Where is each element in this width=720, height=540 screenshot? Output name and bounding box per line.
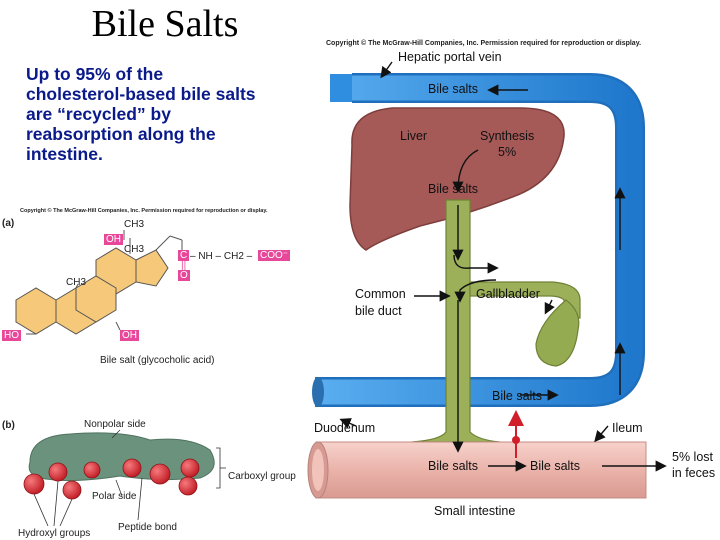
label-bile-salts-intestine-right: Bile salts [530,459,581,473]
label-gallbladder: Gallbladder [476,287,540,301]
label-ileum: Ileum [612,421,643,435]
liver [349,107,565,251]
label-lost-percent: 5% lost [672,450,713,464]
label-bile-salts-vein: Bile salts [428,82,479,96]
label-bile-salts-liver: Bile salts [428,182,479,196]
label-synthesis-percent: 5% [498,145,517,159]
label-common-bile-duct-1: Common [355,287,406,301]
slide-body-text: Up to 95% of the cholesterol-based bile … [26,64,256,164]
panel-a-letter: (a) [2,218,15,229]
chem-oh-bottom: OH [120,330,139,341]
label-synthesis: Synthesis [480,129,535,143]
label-bile-salts-intestine-left: Bile salts [428,459,479,473]
chem-double-bond: || [181,260,187,271]
chem-ch3-top: CH3 [124,219,145,230]
chem-oh-top: OH [104,234,123,245]
label-polar-side: Polar side [92,491,137,502]
label-in-feces: in feces [672,466,716,480]
chem-oxygen: O [178,270,190,281]
hepatic-portal-vein [312,73,645,407]
label-liver: Liver [400,129,428,143]
chem-coo: COO⁻ [258,250,291,261]
label-peptide-bond: Peptide bond [118,522,177,533]
chem-ho-left: HO [2,330,21,341]
label-nonpolar-side: Nonpolar side [84,419,146,430]
label-carboxyl-group: Carboxyl group [228,471,296,482]
copyright-notice-right: Copyright © The McGraw-Hill Companies, I… [326,40,642,47]
hydroxyl-groups [23,458,200,500]
slide-title: Bile Salts [91,3,239,45]
micelle-pointers [33,429,226,527]
label-bile-salts-lower: Bile salts [492,389,543,403]
panel-a-caption: Bile salt (glycocholic acid) [100,355,215,366]
chem-ch3-left: CH3 [66,277,87,288]
label-small-intestine: Small intestine [434,504,516,518]
chem-nh-ch2: – NH – CH2 – [190,251,253,262]
gallbladder [535,299,580,367]
copyright-notice-left: Copyright © The McGraw-Hill Companies, I… [20,208,268,214]
label-duodenum: Duodenum [314,421,376,435]
reabsorption-arrow [508,410,524,458]
side-chain [26,230,183,335]
label-hydroxyl-groups: Hydroxyl groups [18,528,91,539]
steroid-structure [15,247,169,335]
small-intestine [307,441,647,499]
chem-carbonyl-c: C [178,250,190,261]
panel-b-letter: (b) [2,420,15,431]
chem-ch3-mid: CH3 [124,244,145,255]
label-common-bile-duct-2: bile duct [355,304,402,318]
label-hepatic-portal-vein: Hepatic portal vein [398,50,502,64]
flow-arrows [339,61,667,472]
